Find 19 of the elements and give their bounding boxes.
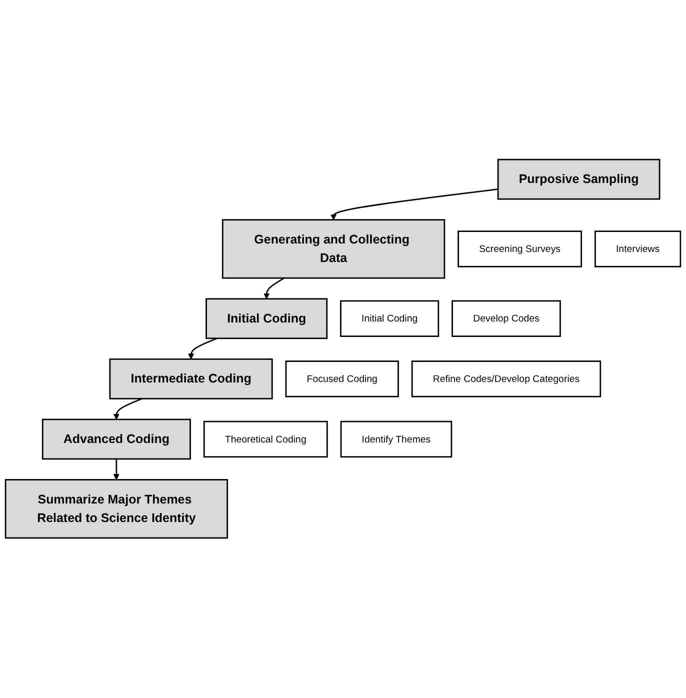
node-box: Initial Coding xyxy=(340,300,440,338)
node-box: Focused Coding xyxy=(285,360,399,398)
node-box: Generating and Collecting Data xyxy=(222,219,446,279)
node-box: Intermediate Coding xyxy=(109,358,273,400)
arrow xyxy=(188,338,218,360)
node-box: Summarize Major Themes Related to Science Identity xyxy=(4,479,228,539)
node-box: Screening Surveys xyxy=(458,230,582,268)
node-box: Refine Codes/Develop Categories xyxy=(411,360,602,398)
node-box: Identify Themes xyxy=(340,421,452,458)
node-box: Advanced Coding xyxy=(42,419,191,460)
node-box: Develop Codes xyxy=(452,300,561,338)
arrow xyxy=(113,398,142,420)
node-box: Interviews xyxy=(594,230,682,268)
node-box: Purposive Sampling xyxy=(497,159,660,200)
node-box: Theoretical Coding xyxy=(203,421,328,458)
arrow xyxy=(330,188,498,220)
arrow xyxy=(113,459,120,480)
arrow xyxy=(264,278,285,300)
node-box: Initial Coding xyxy=(206,298,328,340)
